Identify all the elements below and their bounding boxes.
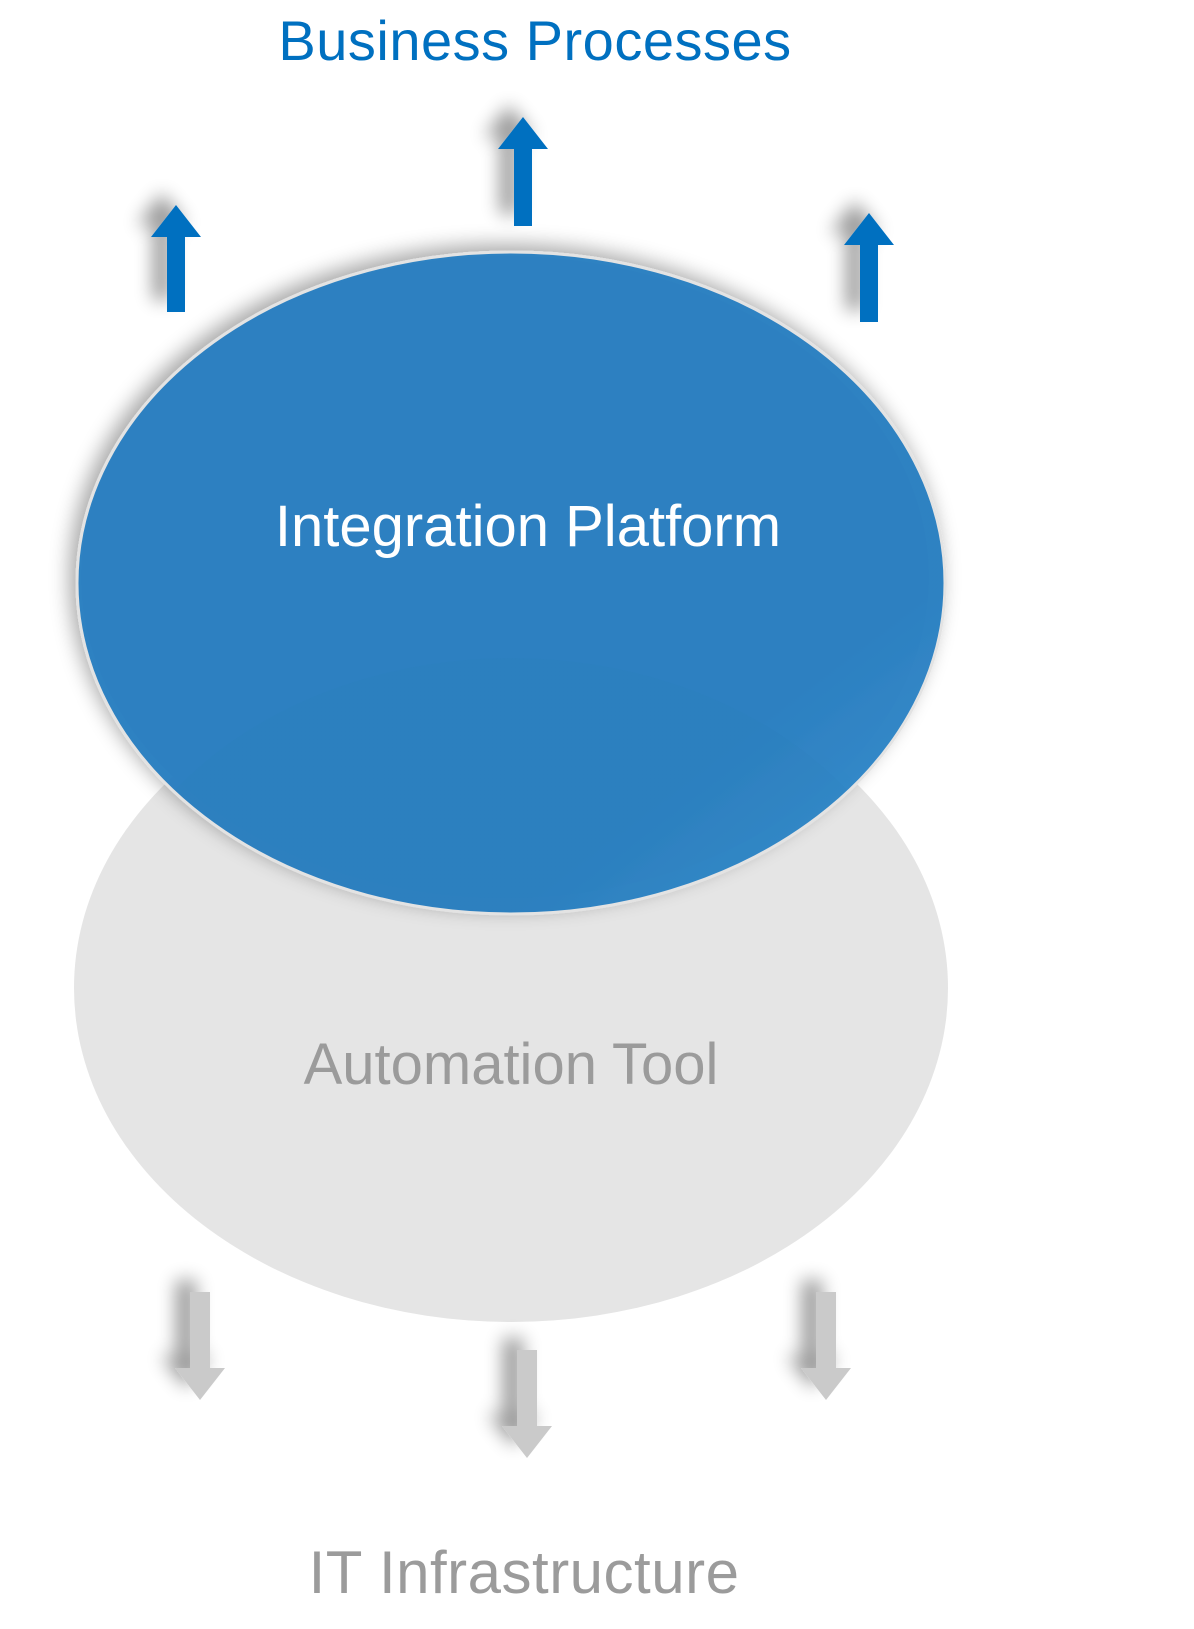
down-arrows-group bbox=[175, 1292, 851, 1458]
overlap-shade bbox=[91, 658, 931, 912]
integration-platform-ellipse bbox=[75, 250, 947, 916]
arrow-down-icon bbox=[502, 1350, 552, 1458]
arrow-up-icon bbox=[498, 117, 548, 226]
integration-platform-label: Integration Platform bbox=[275, 494, 781, 559]
it-infrastructure-title: IT Infrastructure bbox=[308, 1539, 740, 1606]
up-arrows-group bbox=[151, 117, 894, 322]
business-processes-title: Business Processes bbox=[278, 9, 792, 72]
automation-tool-label: Automation Tool bbox=[304, 1032, 719, 1097]
arrow-up-icon bbox=[844, 213, 894, 322]
arrow-up-icon bbox=[151, 205, 201, 312]
arrow-down-icon bbox=[801, 1292, 851, 1400]
arrow-down-icon bbox=[175, 1292, 225, 1400]
